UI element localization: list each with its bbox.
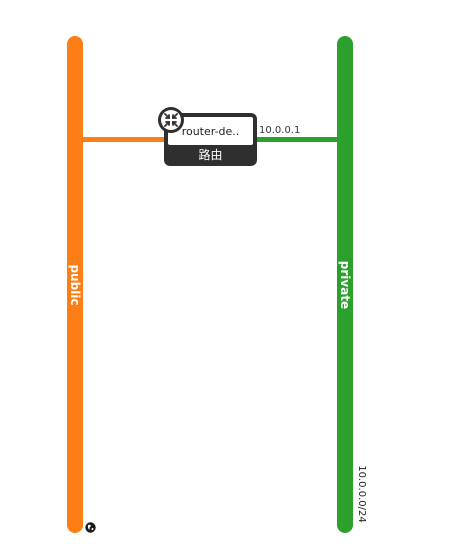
router-public-link bbox=[83, 137, 167, 142]
globe-icon bbox=[85, 518, 96, 533]
network-public-bar[interactable] bbox=[67, 36, 83, 533]
network-private-bar[interactable] bbox=[337, 36, 353, 533]
router-icon[interactable] bbox=[157, 106, 185, 134]
router-private-link bbox=[255, 137, 339, 142]
router-type-label: 路由 bbox=[198, 148, 223, 162]
network-public-label: public bbox=[68, 264, 82, 306]
network-private-label: private bbox=[338, 260, 352, 310]
router-private-ip: 10.0.0.1 bbox=[259, 125, 301, 136]
router-node[interactable]: router-de.. 路由 bbox=[164, 113, 257, 166]
network-private-cidr: 10.0.0.0/24 bbox=[356, 465, 367, 523]
